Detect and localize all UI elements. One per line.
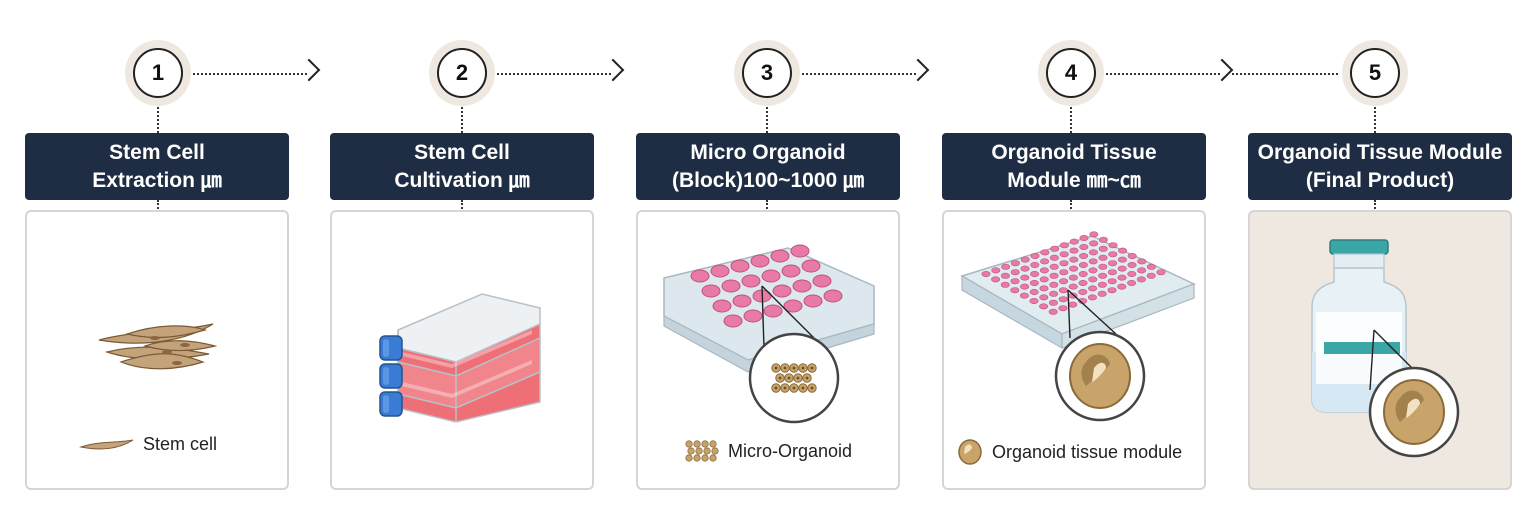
step-1-stem [157, 98, 159, 133]
step-2-number: 2 [437, 48, 487, 98]
connector-1-2 [193, 73, 307, 75]
step-1-title: Stem Cell Extraction ㎛ [25, 133, 289, 200]
step-4-legend-label: Organoid tissue module [992, 441, 1183, 462]
step-4-legend: Organoid tissue module [956, 438, 1182, 466]
step-4-panel: Organoid tissue module [942, 210, 1206, 490]
step-2-title-line2: Cultivation ㎛ [394, 168, 530, 192]
step-5-title-line1: Organoid Tissue Module [1257, 140, 1503, 164]
stem-cell-icon [98, 323, 218, 370]
arrow-icon [297, 58, 321, 82]
step-3-title-line2: (Block)100~1000 ㎛ [671, 168, 865, 192]
organoid-tissue-legend-icon [958, 439, 982, 465]
arrow-icon [906, 58, 930, 82]
step-2-stem-lower [461, 200, 463, 212]
step-4-title-line1: Organoid Tissue [991, 140, 1157, 164]
step-3-title: Micro Organoid (Block)100~1000 ㎛ [636, 133, 900, 200]
connector-2-3 [497, 73, 611, 75]
well-plate-icon [663, 244, 875, 424]
step-3-legend-label: Micro-Organoid [728, 440, 853, 461]
step-1-stem-lower [157, 200, 159, 212]
step-3-stem-lower [766, 200, 768, 212]
connector-4-5b [1232, 73, 1338, 75]
step-1-title-line1: Stem Cell [109, 140, 205, 164]
step-5-title: Organoid Tissue Module (Final Product) [1248, 133, 1512, 200]
step-3-panel: Micro-Organoid [636, 210, 900, 490]
step-1-panel: Stem cell [25, 210, 289, 490]
step-4-title-line2: Module ㎜~㎝ [1007, 168, 1141, 192]
step-5-stem-lower [1374, 200, 1376, 212]
step-2-title: Stem Cell Cultivation ㎛ [330, 133, 594, 200]
step-5-number: 5 [1350, 48, 1400, 98]
step-2-stem [461, 98, 463, 133]
connector-4-5 [1106, 73, 1220, 75]
step-3-number: 3 [742, 48, 792, 98]
step-4-stem-lower [1070, 200, 1072, 212]
organoid-icon [960, 231, 1196, 422]
step-2-panel [330, 210, 594, 490]
step-1-number: 1 [133, 48, 183, 98]
step-3-legend: Micro-Organoid [684, 440, 852, 462]
step-2-title-line1: Stem Cell [414, 140, 510, 164]
step-1-legend-label: Stem cell [143, 434, 218, 454]
vial-icon [1311, 239, 1460, 458]
stem-cell-legend-icon [79, 439, 134, 449]
step-4-stem [1070, 98, 1072, 133]
step-5-title-line2: (Final Product) [1305, 168, 1455, 192]
arrow-icon [601, 58, 625, 82]
step-1-title-line2: Extraction ㎛ [92, 168, 222, 192]
step-1-legend: Stem cell [79, 434, 217, 455]
connector-3-4 [802, 73, 916, 75]
arrow-icon [1210, 58, 1234, 82]
cell-flask-icon [379, 293, 541, 423]
step-4-number: 4 [1046, 48, 1096, 98]
step-5-stem [1374, 98, 1376, 133]
step-5-panel [1248, 210, 1512, 490]
step-3-stem [766, 98, 768, 133]
step-3-title-line1: Micro Organoid [690, 140, 846, 164]
step-4-title: Organoid Tissue Module ㎜~㎝ [942, 133, 1206, 200]
micro-organoid-legend-icon [685, 440, 719, 462]
